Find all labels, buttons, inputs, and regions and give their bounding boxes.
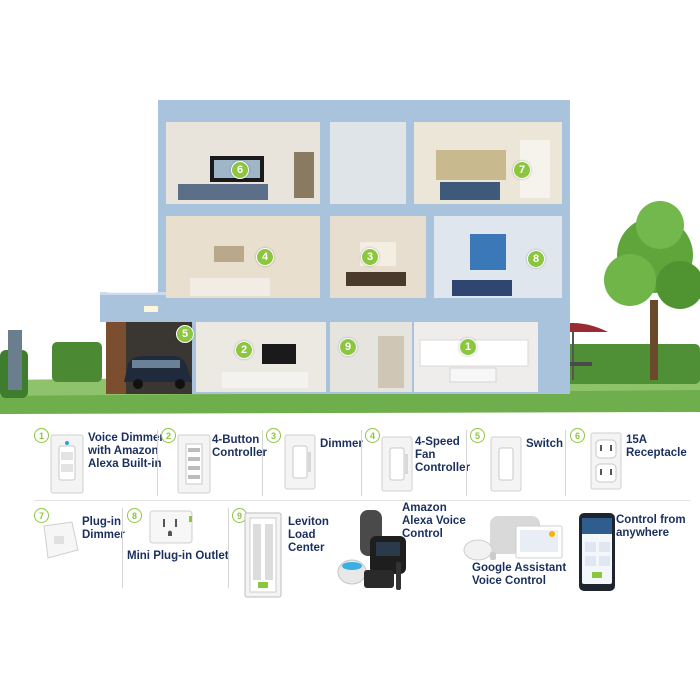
legend-divider xyxy=(262,430,263,496)
alexa-devices-icon xyxy=(337,510,406,590)
legend-plug-in-dimmer: 7 Plug-in Dimmer xyxy=(34,506,125,586)
legend-label: Amazon Alexa Voice Control xyxy=(402,502,466,540)
fan-controller-icon xyxy=(381,436,413,492)
legend-switch: 5 Switch xyxy=(470,426,566,496)
switch-icon xyxy=(490,436,522,492)
legend-label: Dimmer xyxy=(320,438,363,450)
smartphone-icon xyxy=(579,513,615,591)
legend-number: 3 xyxy=(266,428,281,443)
legend-number: 6 xyxy=(570,428,585,443)
legend-number: 1 xyxy=(34,428,49,443)
legend-divider xyxy=(122,508,123,588)
receptacle-icon xyxy=(590,432,622,490)
legend-label: 4-Button Controller xyxy=(212,434,267,459)
legend-label: Google Assistant Voice Control xyxy=(472,562,567,587)
room-badge: 2 xyxy=(235,341,253,359)
room-badge: 5 xyxy=(176,325,194,343)
plug-in-dimmer-icon xyxy=(43,521,79,559)
legend-leviton-load-center: 9 Leviton Load Center xyxy=(232,506,342,598)
load-center-icon xyxy=(244,512,282,598)
legend-number: 7 xyxy=(34,508,49,523)
legend-divider xyxy=(157,430,158,496)
legend-voice-dimmer: 1 Voice Dimmer with Amazon Alexa Built-i… xyxy=(34,426,164,496)
legend-label: Mini Plug-in Outlet xyxy=(127,550,229,562)
room-badge: 6 xyxy=(231,161,249,179)
legend-number: 4 xyxy=(365,428,380,443)
room-badge: 1 xyxy=(459,338,477,356)
legend-mini-plug-in-outlet: 8 Mini Plug-in Outlet xyxy=(127,506,231,586)
legend-number: 8 xyxy=(127,508,142,523)
room-badge: 4 xyxy=(256,248,274,266)
legend-label: Control from anywhere xyxy=(616,514,686,539)
room-badge: 3 xyxy=(361,248,379,266)
legend-label: 4-Speed Fan Controller xyxy=(415,436,470,474)
legend-divider xyxy=(466,430,467,496)
legend-dimmer: 3 Dimmer xyxy=(266,426,363,496)
room-badge: 9 xyxy=(339,338,357,356)
legend-label: Voice Dimmer with Amazon Alexa Built-in xyxy=(88,432,164,470)
legend-control-from-anywhere: Control from anywhere xyxy=(574,508,690,592)
google-devices-icon xyxy=(463,516,563,561)
legend-label: Switch xyxy=(526,438,564,450)
legend-label: Plug-in Dimmer xyxy=(82,516,125,541)
legend-4-speed-fan-controller: 4 4-Speed Fan Controller xyxy=(365,426,470,496)
house-svg xyxy=(0,100,700,414)
legend-15a-receptacle: 6 15A Receptacle xyxy=(570,426,690,496)
4-button-controller-icon xyxy=(177,434,211,494)
legend-number: 2 xyxy=(161,428,176,443)
room-badge: 8 xyxy=(527,250,545,268)
voice-dimmer-icon xyxy=(50,434,84,494)
legend-google-assistant: Google Assistant Voice Control xyxy=(462,508,570,598)
legend-row-divider xyxy=(34,500,690,501)
tree xyxy=(604,201,700,380)
room-badge: 7 xyxy=(513,161,531,179)
hedge-right xyxy=(540,344,700,384)
legend-alexa-voice-control: Amazon Alexa Voice Control xyxy=(334,502,466,598)
legend-label: 15A Receptacle xyxy=(626,434,687,459)
house-cutaway-illustration: 6 7 4 3 8 5 2 9 1 xyxy=(0,100,700,414)
legend-divider xyxy=(361,430,362,496)
car xyxy=(124,356,192,389)
dimmer-icon xyxy=(284,434,316,490)
legend-label: Leviton Load Center xyxy=(288,516,329,554)
legend-number: 5 xyxy=(470,428,485,443)
legend-divider xyxy=(565,430,566,496)
mini-plug-outlet-icon xyxy=(149,510,193,544)
legend-4-button-controller: 2 4-Button Controller xyxy=(161,426,267,496)
room-closet-upper xyxy=(330,122,406,204)
legend-divider xyxy=(228,508,229,588)
